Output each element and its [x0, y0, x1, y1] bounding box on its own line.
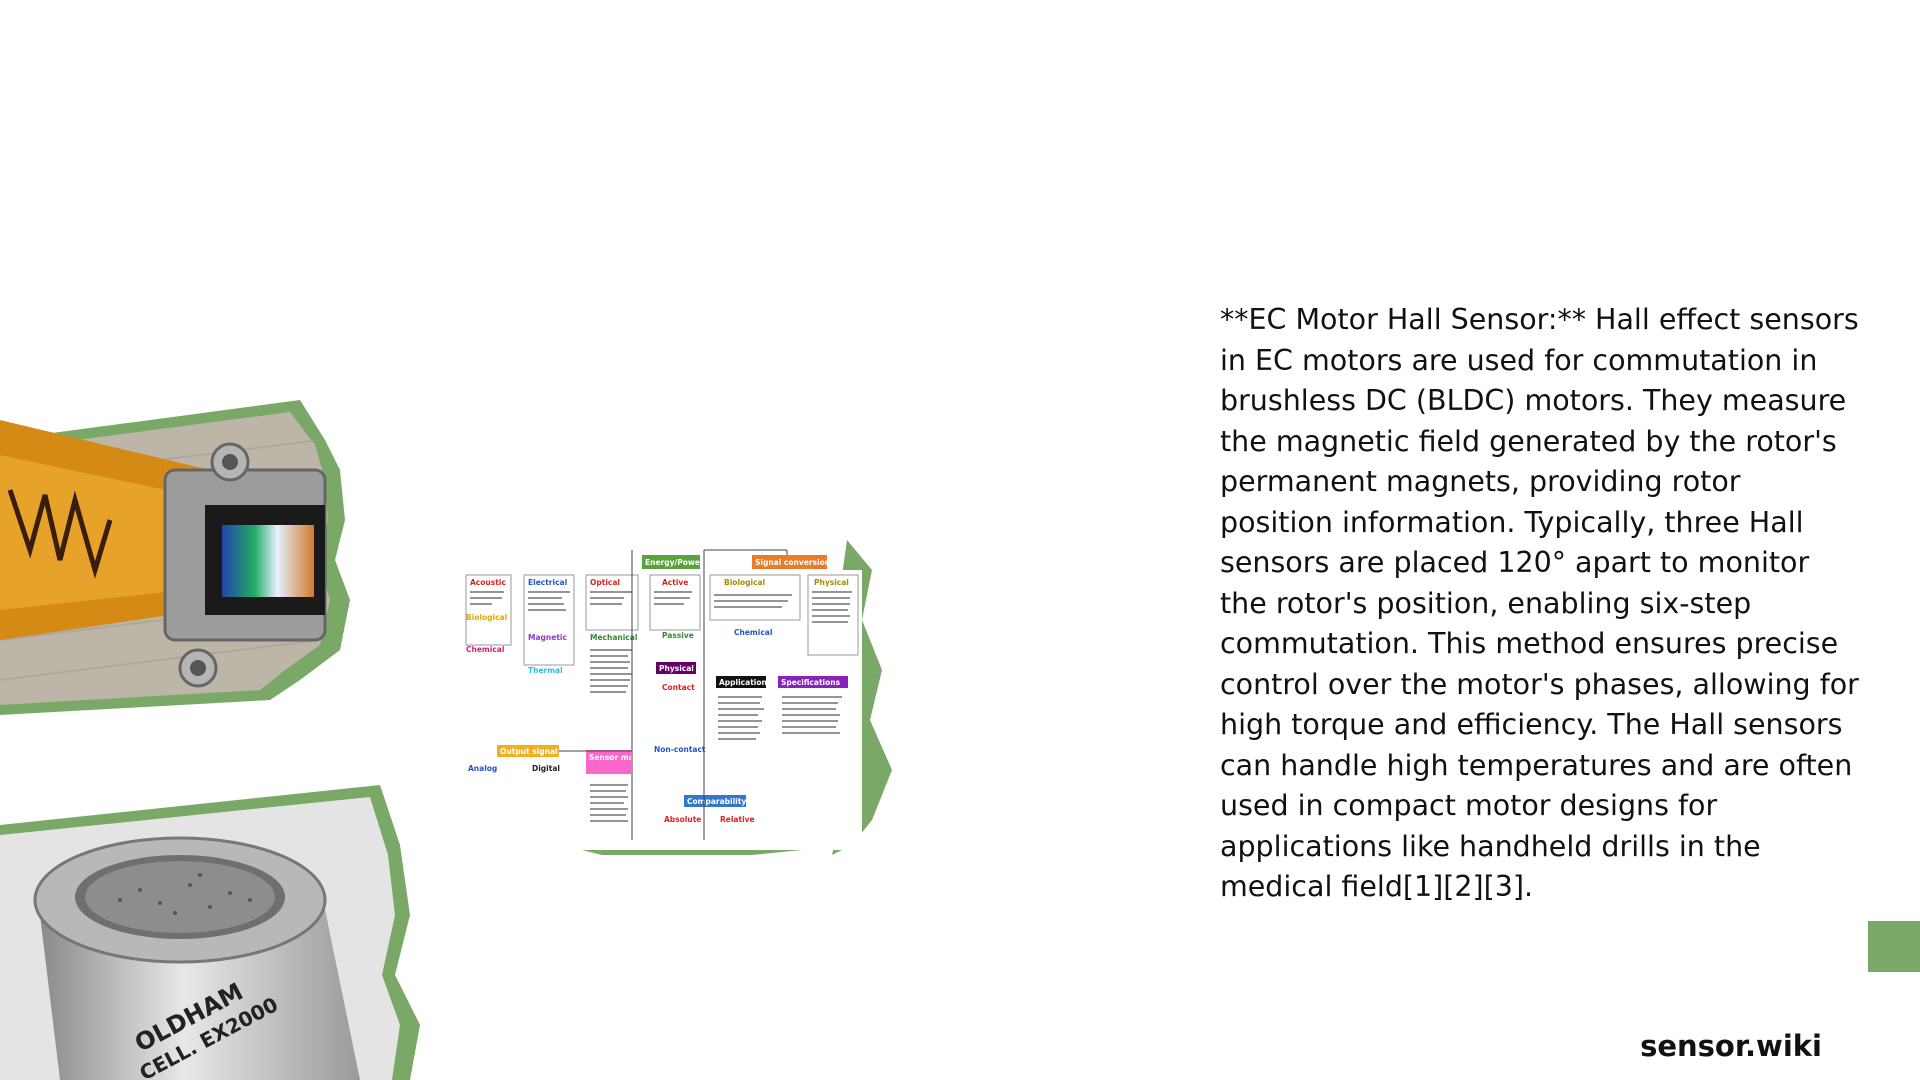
svg-text:Absolute: Absolute: [664, 815, 701, 824]
svg-text:Thermal: Thermal: [528, 666, 563, 675]
energy-header: Energy/Power: [645, 558, 704, 567]
svg-text:Non-contact: Non-contact: [654, 745, 706, 754]
svg-text:Output signal: Output signal: [500, 747, 558, 756]
svg-text:Mechanical: Mechanical: [590, 633, 637, 642]
svg-text:Specifications: Specifications: [781, 678, 841, 687]
camera-sensor-photo: [0, 400, 360, 715]
svg-text:Biological: Biological: [466, 613, 507, 622]
svg-text:Relative: Relative: [720, 815, 755, 824]
sensor-classification-diagram: Energy/Power Signal conversion Acoustic …: [452, 540, 907, 855]
svg-text:Magnetic: Magnetic: [528, 633, 567, 642]
gas-sensor-photo: OLDHAM CELL. EX2000: [0, 785, 430, 1080]
svg-text:Physical: Physical: [814, 578, 849, 587]
svg-text:Contact: Contact: [662, 683, 695, 692]
svg-text:Chemical: Chemical: [466, 645, 504, 654]
svg-text:Active: Active: [662, 578, 688, 587]
svg-text:Physical: Physical: [659, 664, 694, 673]
green-side-tab: [1868, 921, 1920, 972]
svg-text:Biological: Biological: [724, 578, 765, 587]
svg-text:Comparability: Comparability: [687, 797, 746, 806]
brand-logo-text[interactable]: sensor.wiki: [1640, 1029, 1822, 1063]
svg-text:Analog: Analog: [468, 764, 497, 773]
svg-text:Sensor material: Sensor material: [589, 753, 656, 762]
svg-text:Application: Application: [719, 678, 767, 687]
svg-text:Optical: Optical: [590, 578, 620, 587]
svg-text:Passive: Passive: [662, 631, 694, 640]
svg-text:Acoustic: Acoustic: [470, 578, 506, 587]
svg-text:Digital: Digital: [532, 764, 560, 773]
signal-header: Signal conversion: [755, 558, 830, 567]
article-paragraph: **EC Motor Hall Sensor:** Hall effect se…: [1220, 303, 1859, 903]
svg-text:Chemical: Chemical: [734, 628, 772, 637]
svg-text:Electrical: Electrical: [528, 578, 567, 587]
